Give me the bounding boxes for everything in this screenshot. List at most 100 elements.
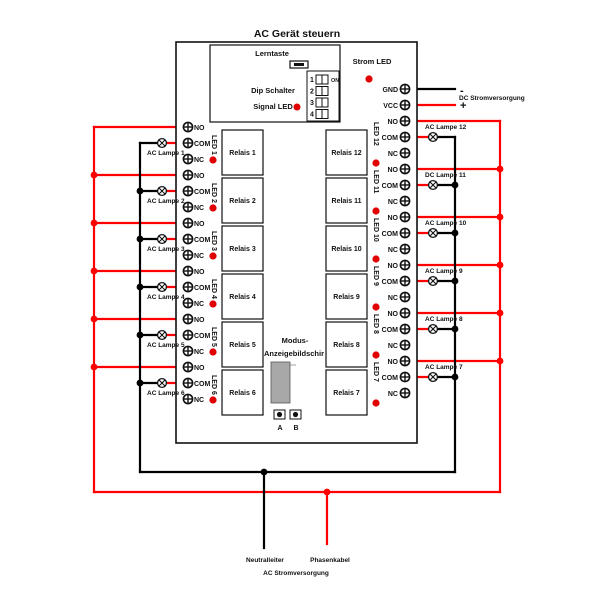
relay-9-com-terminal[interactable] (399, 275, 411, 287)
relay-7-com-terminal[interactable] (399, 371, 411, 383)
lamp-label: AC Lampe 5 (147, 342, 185, 349)
no-label: NO (388, 263, 399, 270)
lamp-label: AC Lampe 2 (147, 198, 185, 205)
relay-label: Relais 12 (331, 150, 361, 157)
lamp-5 (156, 329, 168, 341)
relay-label: Relais 5 (229, 342, 256, 349)
relay-label: Relais 2 (229, 198, 256, 205)
lamp-cross (429, 325, 437, 333)
nc-label: NC (194, 397, 204, 404)
led-label: LED 4 (210, 279, 217, 299)
wires-layer (90, 87, 504, 550)
relay-2-com-terminal[interactable] (182, 185, 194, 197)
mode-display-label-2: Anzeigebildschir (264, 349, 324, 358)
relay-label: Relais 1 (229, 150, 256, 157)
relay-8-no-terminal[interactable] (399, 307, 411, 319)
lamp-label: AC Lampe 12 (425, 124, 467, 131)
no-label: NO (194, 173, 205, 180)
relay-8-com-terminal[interactable] (399, 323, 411, 335)
gnd-terminal[interactable] (399, 83, 411, 95)
lamp-2 (156, 185, 168, 197)
nc-label: NC (194, 301, 204, 308)
relay-6-box (221, 369, 264, 416)
relay-11-nc-terminal[interactable] (399, 195, 411, 207)
led-label: LED 6 (210, 375, 217, 395)
dip-number: 2 (310, 89, 314, 96)
power-led-label: Strom LED (353, 57, 392, 66)
led-label: LED 7 (372, 362, 379, 382)
relay-5-box (221, 321, 264, 368)
dip-switch-2[interactable] (315, 86, 329, 96)
relay-10-no-terminal[interactable] (399, 211, 411, 223)
mode-button-b[interactable] (289, 409, 302, 420)
relay-12-nc-terminal[interactable] (399, 147, 411, 159)
relay-9-nc-terminal[interactable] (399, 291, 411, 303)
gnd-label: GND (382, 87, 398, 94)
relay-label: Relais 10 (331, 246, 361, 253)
learn-button-label: Lerntaste (255, 49, 289, 58)
relay-8-nc-terminal[interactable] (399, 339, 411, 351)
relay-3-nc-terminal[interactable] (182, 249, 194, 261)
no-label: NO (194, 125, 205, 132)
relay-4-nc-terminal[interactable] (182, 297, 194, 309)
relay-10-com-terminal[interactable] (399, 227, 411, 239)
relay-10-nc-terminal[interactable] (399, 243, 411, 255)
lamp-12 (427, 131, 439, 143)
relay-2-box (221, 177, 264, 224)
mode-button-a[interactable] (273, 409, 286, 420)
relay-11-box (325, 177, 368, 224)
relay-12-com-terminal[interactable] (399, 131, 411, 143)
relay-6-nc-terminal[interactable] (182, 393, 194, 405)
relay-5-nc-terminal[interactable] (182, 345, 194, 357)
dip-switch-1[interactable] (315, 74, 329, 85)
relay-9-no-terminal[interactable] (399, 259, 411, 271)
relay-label: Relais 11 (332, 198, 362, 205)
lamp-cross (158, 187, 166, 195)
dip-switch-4[interactable] (315, 109, 329, 119)
relay-1-no-terminal[interactable] (182, 121, 194, 133)
relay-1-nc-terminal[interactable] (182, 153, 194, 165)
relay-3-no-terminal[interactable] (182, 217, 194, 229)
lamp-4 (156, 281, 168, 293)
lamp-cross (158, 379, 166, 387)
neutral-label: Neutralleiter (246, 557, 284, 564)
relay-6-com-terminal[interactable] (182, 377, 194, 389)
relay-11-com-terminal[interactable] (399, 179, 411, 191)
relay-5-no-terminal[interactable] (182, 313, 194, 325)
led-label: LED 1 (210, 135, 217, 155)
dip-number: 1 (310, 77, 314, 84)
com-label: COM (194, 333, 211, 340)
led-label: LED 2 (210, 183, 217, 203)
relay-led (209, 348, 217, 356)
com-label: COM (194, 189, 211, 196)
relay-2-no-terminal[interactable] (182, 169, 194, 181)
com-label: COM (382, 327, 399, 334)
com-label: COM (194, 381, 211, 388)
vcc-terminal[interactable] (399, 99, 411, 111)
relay-11-no-terminal[interactable] (399, 163, 411, 175)
relay-1-com-terminal[interactable] (182, 137, 194, 149)
relay-7-box (325, 369, 368, 416)
relay-1-box (221, 129, 264, 176)
relay-4-box (221, 273, 264, 320)
relay-6-no-terminal[interactable] (182, 361, 194, 373)
relay-4-no-terminal[interactable] (182, 265, 194, 277)
relay-7-no-terminal[interactable] (399, 355, 411, 367)
nc-label: NC (388, 247, 398, 254)
nc-label: NC (194, 349, 204, 356)
lamp-label: AC Lampe 1 (147, 150, 185, 157)
relay-12-no-terminal[interactable] (399, 115, 411, 127)
relay-7-nc-terminal[interactable] (399, 387, 411, 399)
mode-button-a-label: A (277, 425, 282, 432)
relay-4-com-terminal[interactable] (182, 281, 194, 293)
relay-2-nc-terminal[interactable] (182, 201, 194, 213)
signal-led-label: Signal LED (253, 102, 293, 111)
dip-switch-3[interactable] (315, 97, 329, 108)
learn-button[interactable] (289, 60, 309, 69)
relay-3-com-terminal[interactable] (182, 233, 194, 245)
relay-5-com-terminal[interactable] (182, 329, 194, 341)
relay-label: Relais 8 (333, 342, 360, 349)
dc-plus-sign: + (460, 100, 466, 112)
mode-display-screen (270, 361, 291, 404)
